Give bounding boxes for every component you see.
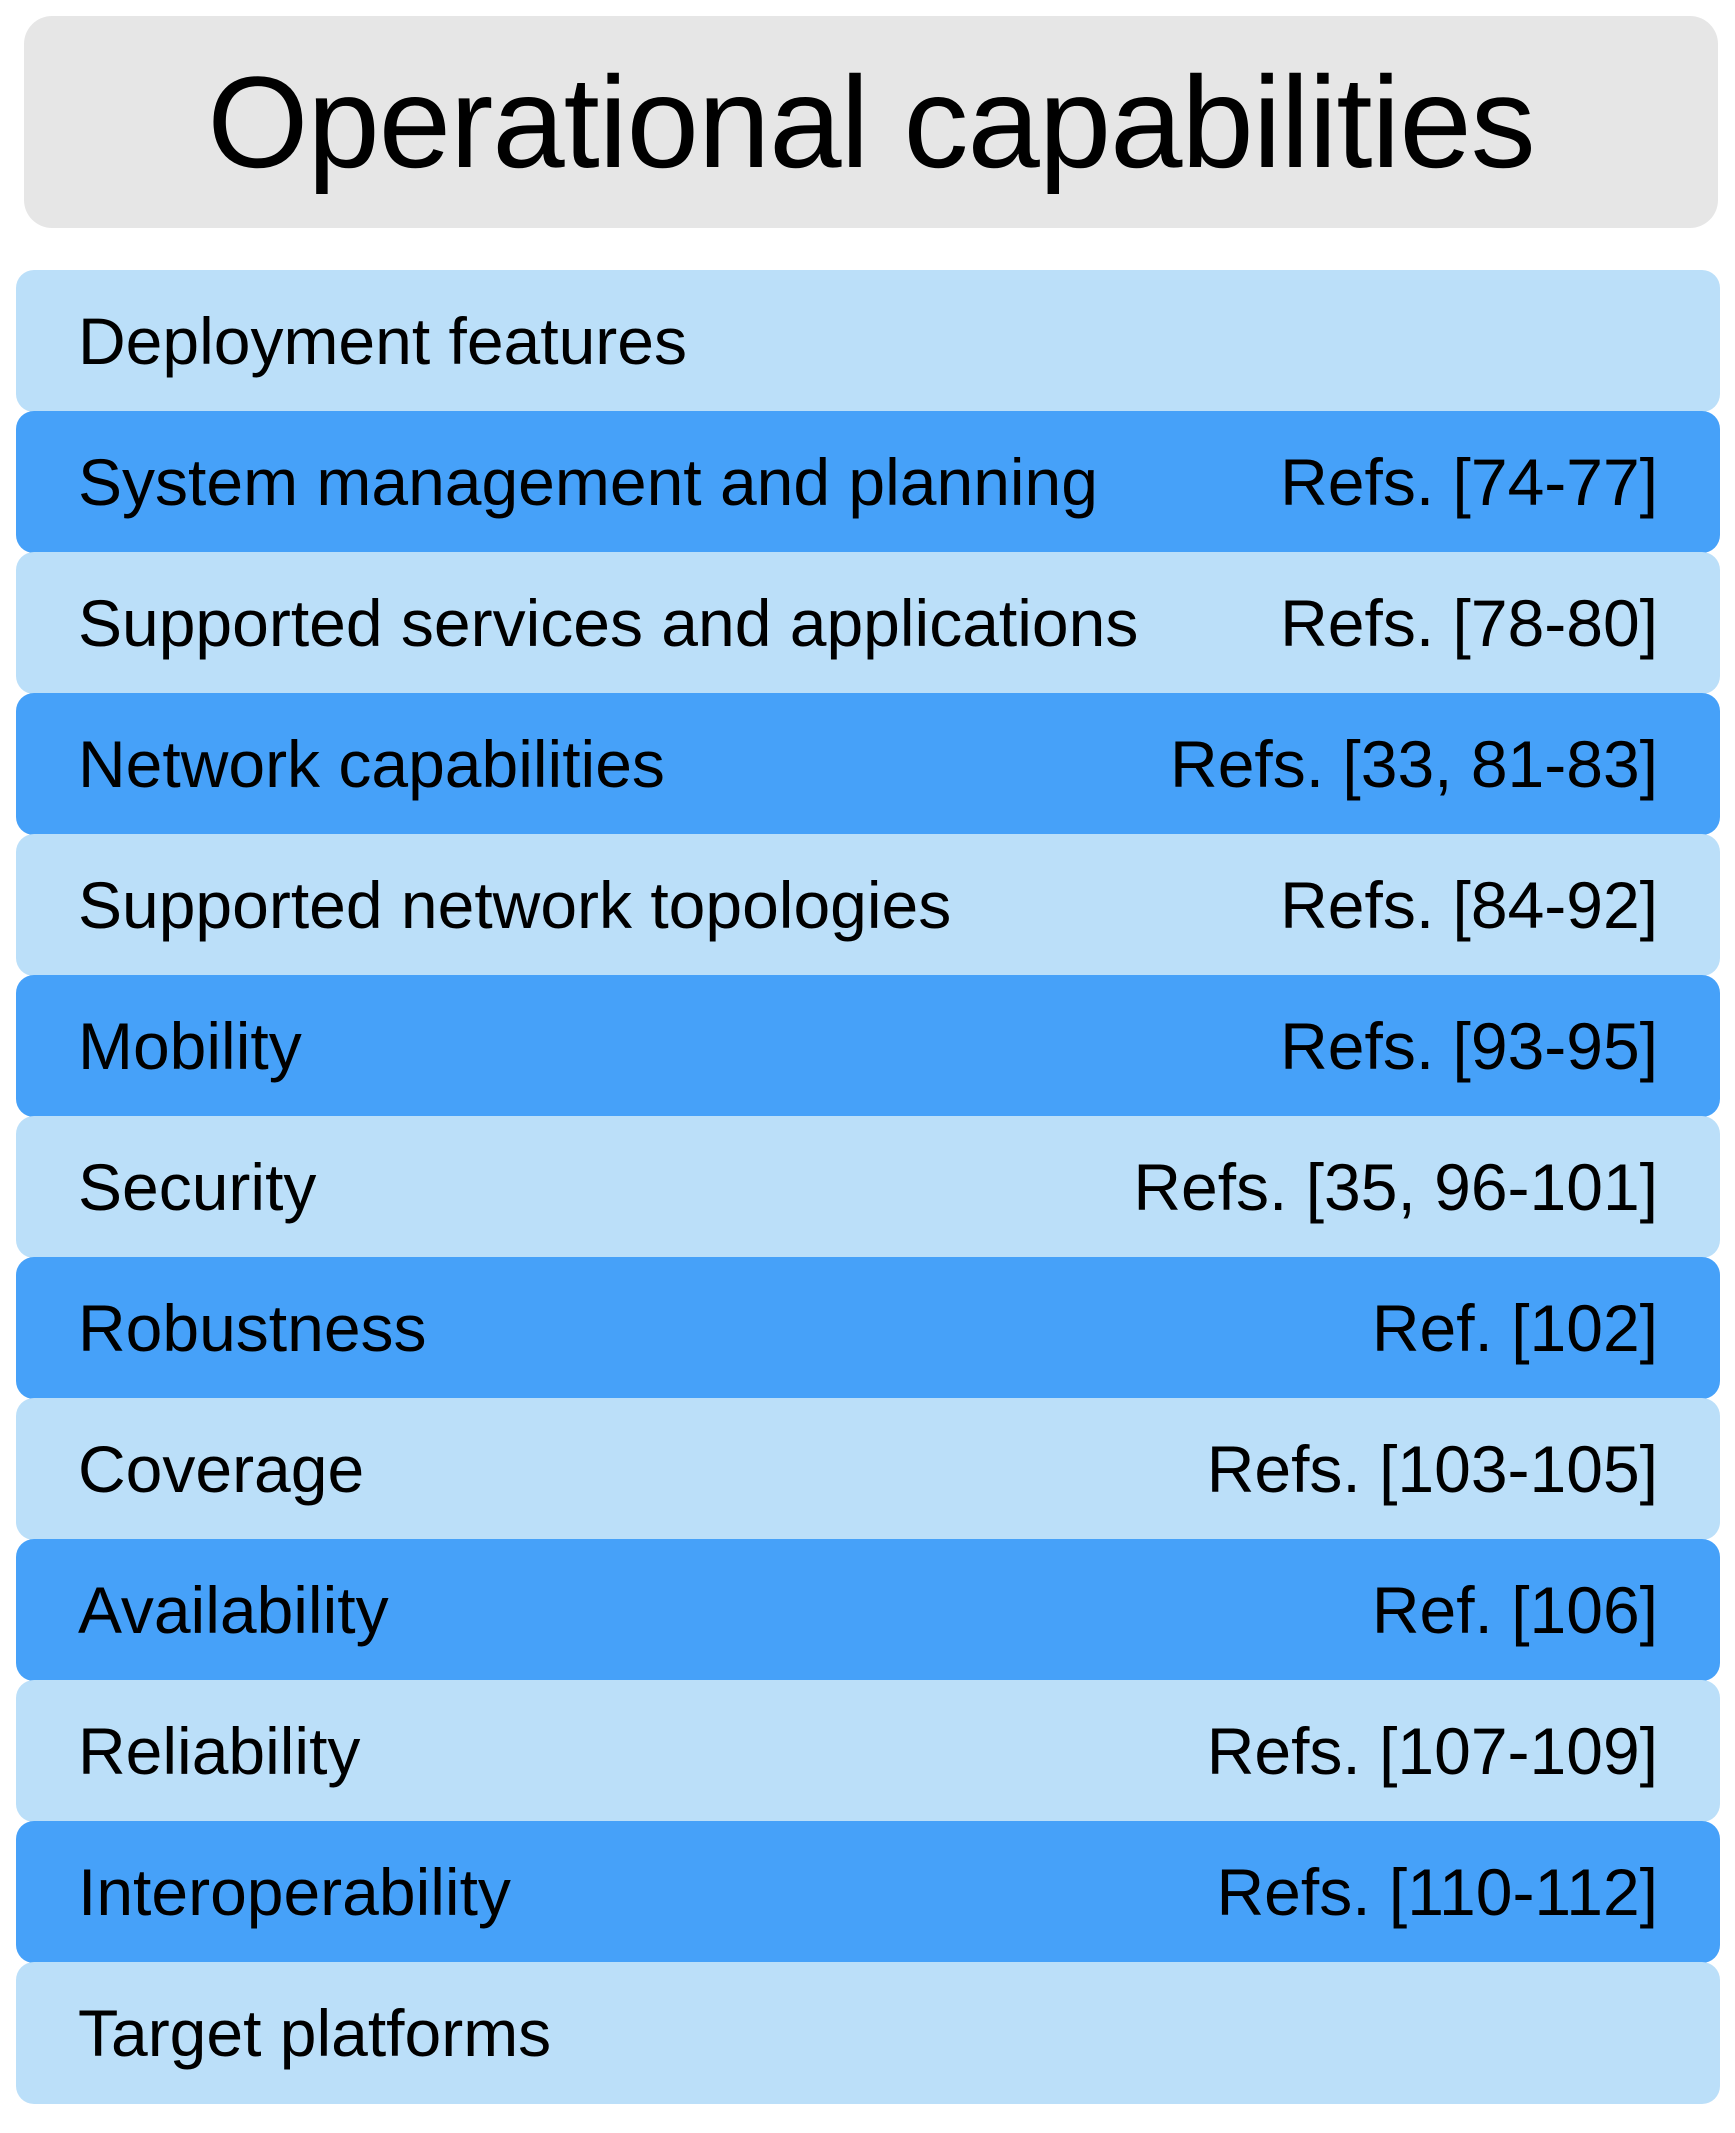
- capability-ref: Refs. [33, 81-83]: [1170, 727, 1658, 801]
- capability-ref: Refs. [35, 96-101]: [1133, 1150, 1658, 1224]
- capability-label: Mobility: [78, 1009, 302, 1083]
- capability-label: Supported services and applications: [78, 586, 1139, 660]
- capability-ref: Ref. [106]: [1371, 1573, 1658, 1647]
- capability-ref: Ref. [102]: [1371, 1291, 1658, 1365]
- capability-ref: Refs. [103-105]: [1206, 1432, 1658, 1506]
- capability-label: System management and planning: [78, 445, 1098, 519]
- capability-label: Interoperability: [78, 1855, 511, 1929]
- capability-label: Reliability: [78, 1714, 361, 1788]
- capability-label: Coverage: [78, 1432, 365, 1506]
- capability-row-reliability: Reliability Refs. [107-109]: [16, 1680, 1720, 1822]
- capability-row-robustness: Robustness Ref. [102]: [16, 1257, 1720, 1399]
- capability-ref: Refs. [93-95]: [1280, 1009, 1658, 1083]
- capability-row-mobility: Mobility Refs. [93-95]: [16, 975, 1720, 1117]
- capability-row-target-platforms: Target platforms: [16, 1962, 1720, 2104]
- capability-ref: Refs. [110-112]: [1216, 1855, 1658, 1929]
- capability-row-coverage: Coverage Refs. [103-105]: [16, 1398, 1720, 1540]
- capability-ref: Refs. [107-109]: [1206, 1714, 1658, 1788]
- capability-row-network-capabilities: Network capabilities Refs. [33, 81-83]: [16, 693, 1720, 835]
- capability-row-network-topologies: Supported network topologies Refs. [84-9…: [16, 834, 1720, 976]
- capability-ref: Refs. [74-77]: [1280, 445, 1658, 519]
- title-box: Operational capabilities: [24, 16, 1718, 228]
- capability-label: Target platforms: [78, 1996, 552, 2070]
- capability-label: Network capabilities: [78, 727, 665, 801]
- capability-label: Security: [78, 1150, 317, 1224]
- capability-label: Availability: [78, 1573, 389, 1647]
- capability-row-availability: Availability Ref. [106]: [16, 1539, 1720, 1681]
- capability-ref: Refs. [84-92]: [1280, 868, 1658, 942]
- capability-row-deployment-features: Deployment features: [16, 270, 1720, 412]
- capability-label: Deployment features: [78, 304, 687, 378]
- capability-row-system-management: System management and planning Refs. [74…: [16, 411, 1720, 553]
- capability-row-interoperability: Interoperability Refs. [110-112]: [16, 1821, 1720, 1963]
- capability-ref: Refs. [78-80]: [1280, 586, 1658, 660]
- capability-row-security: Security Refs. [35, 96-101]: [16, 1116, 1720, 1258]
- capability-label: Supported network topologies: [78, 868, 952, 942]
- page-title: Operational capabilities: [207, 49, 1535, 195]
- capability-row-supported-services: Supported services and applications Refs…: [16, 552, 1720, 694]
- capability-label: Robustness: [78, 1291, 427, 1365]
